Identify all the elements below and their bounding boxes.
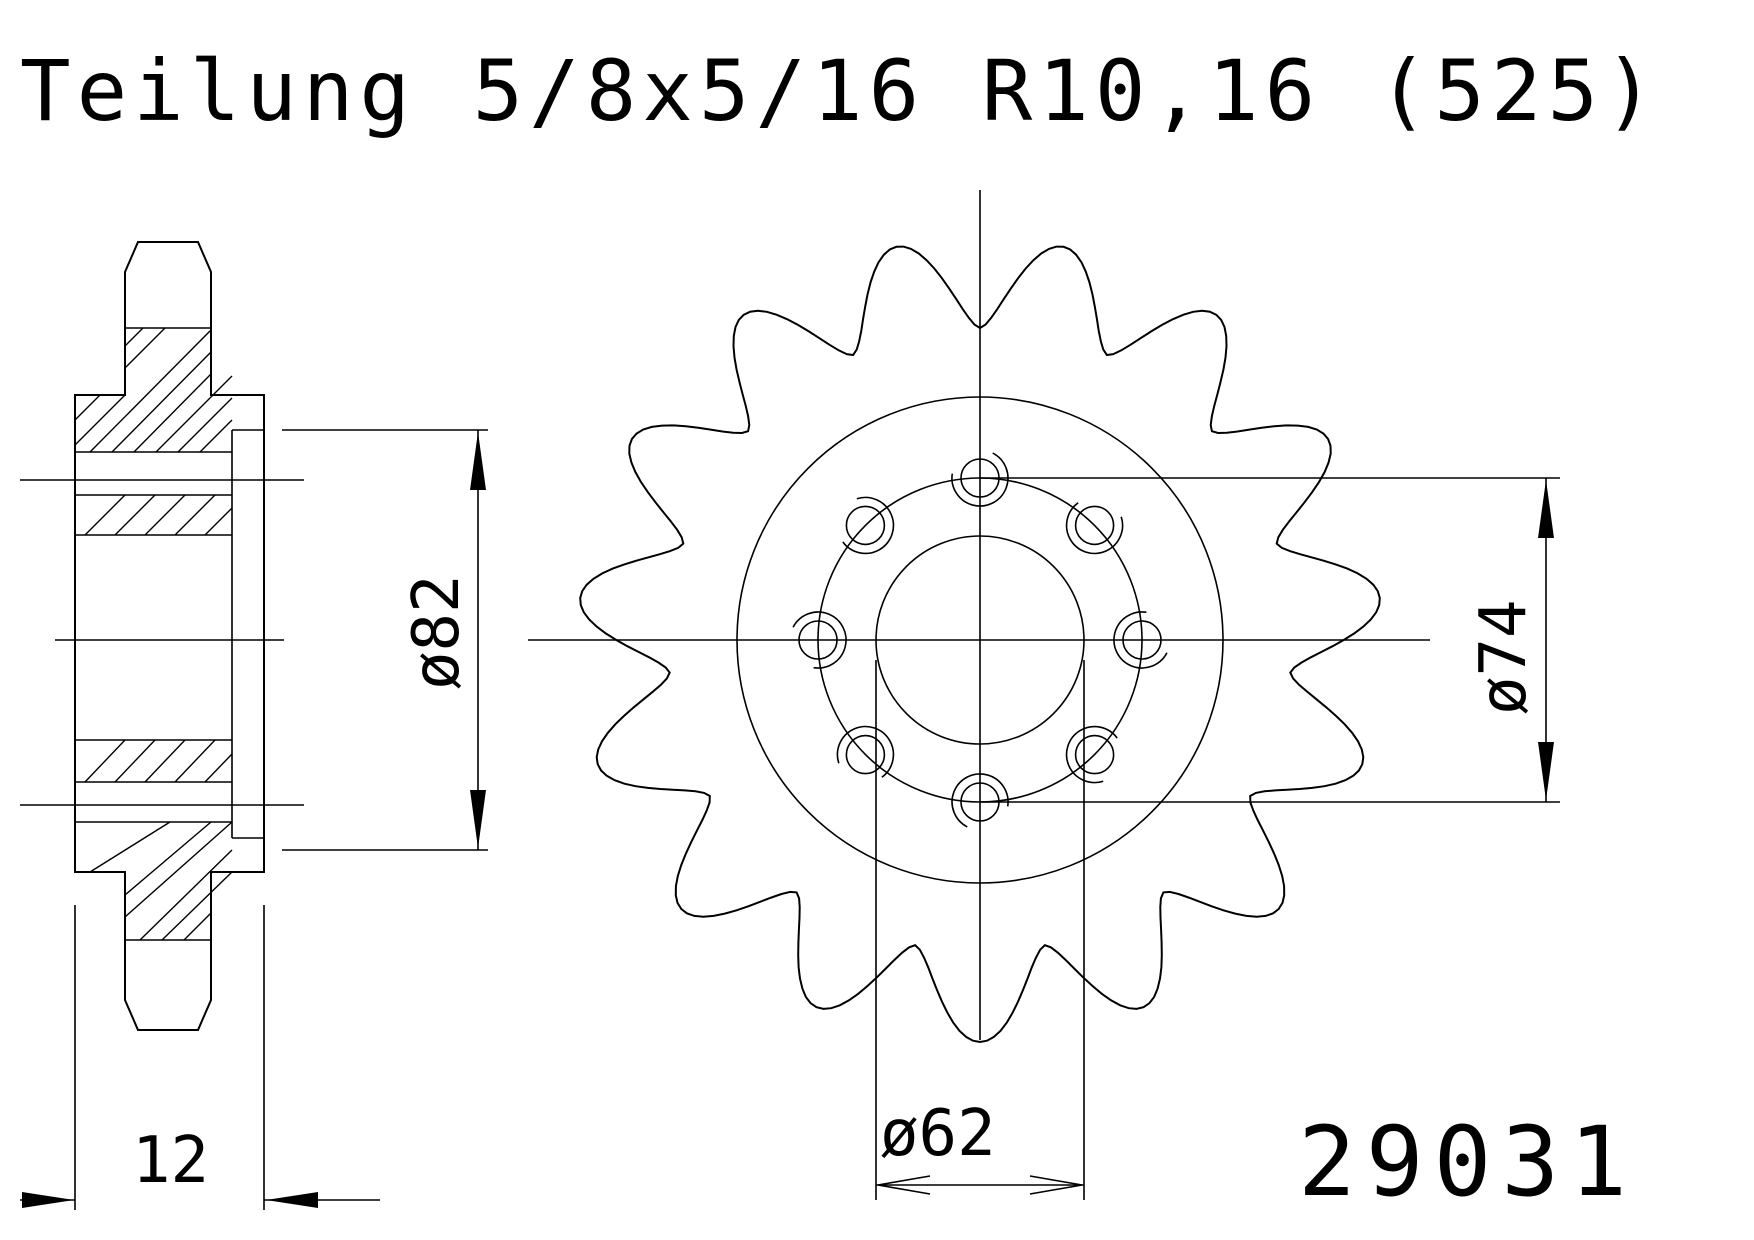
front-view	[528, 190, 1430, 1044]
bolt-hole	[845, 734, 886, 775]
side-view	[20, 241, 304, 1031]
bolt-circle-diameter-label: ø74	[1467, 599, 1541, 715]
bolt-hole-thread-arc	[1065, 725, 1118, 784]
outer-hub-diameter-label: ø82	[400, 574, 474, 690]
part-number: 29031	[1298, 1106, 1637, 1218]
dimension-thickness: 12	[20, 905, 380, 1210]
bolt-hole	[1074, 734, 1115, 775]
dimension-bolt-circle: ø74	[980, 477, 1560, 803]
bolt-hole-thread-arc	[836, 725, 895, 778]
bolt-hole-thread-arc	[1113, 611, 1168, 669]
side-view-outline	[74, 241, 265, 1031]
sprocket-teeth-outline	[579, 245, 1381, 1044]
bolt-hole-thread-arc	[951, 773, 1009, 828]
center-bore-diameter-label: ø62	[880, 1097, 996, 1171]
dimension-center-bore: ø62	[875, 660, 1085, 1200]
bolt-hole-thread-arc	[1065, 502, 1124, 555]
bolt-hole-thread-arc	[842, 496, 895, 555]
bolt-hole	[845, 505, 886, 546]
title-text: Teilung 5/8x5/16 R10,16 (525)	[20, 42, 1661, 140]
thickness-label: 12	[132, 1124, 209, 1198]
bolt-hole-thread-arc	[951, 452, 1009, 507]
dimension-outer-hub: ø82	[282, 429, 488, 851]
bolt-hole	[1074, 505, 1115, 546]
bolt-hole-thread-arc	[792, 611, 847, 669]
